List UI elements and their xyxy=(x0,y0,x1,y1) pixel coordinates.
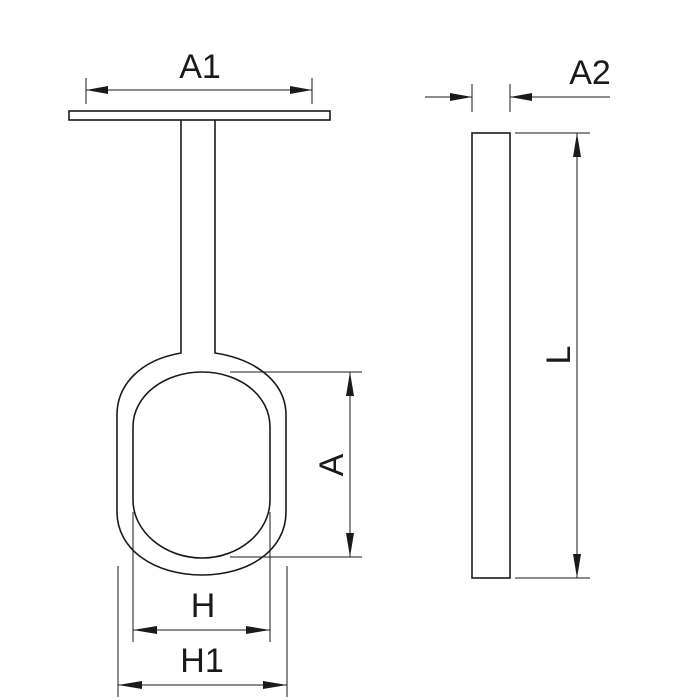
label-a2: A2 xyxy=(569,54,611,92)
dimension-l: L xyxy=(515,132,590,579)
dimension-h: H xyxy=(132,512,271,642)
label-h1: H1 xyxy=(180,642,223,680)
label-l: L xyxy=(540,346,578,365)
stem-and-outer-ring xyxy=(116,120,287,576)
dimension-h1: H1 xyxy=(117,566,288,697)
label-a: A xyxy=(313,453,351,476)
dimension-a2: A2 xyxy=(425,54,611,112)
mounting-plate xyxy=(68,110,331,121)
label-a1: A1 xyxy=(179,48,221,86)
inner-ring xyxy=(132,371,271,559)
dimension-a1: A1 xyxy=(85,48,313,104)
front-view xyxy=(68,110,331,576)
label-h: H xyxy=(191,587,216,625)
side-view xyxy=(471,132,511,579)
dimension-a: A xyxy=(230,371,362,558)
side-bar xyxy=(471,132,511,579)
